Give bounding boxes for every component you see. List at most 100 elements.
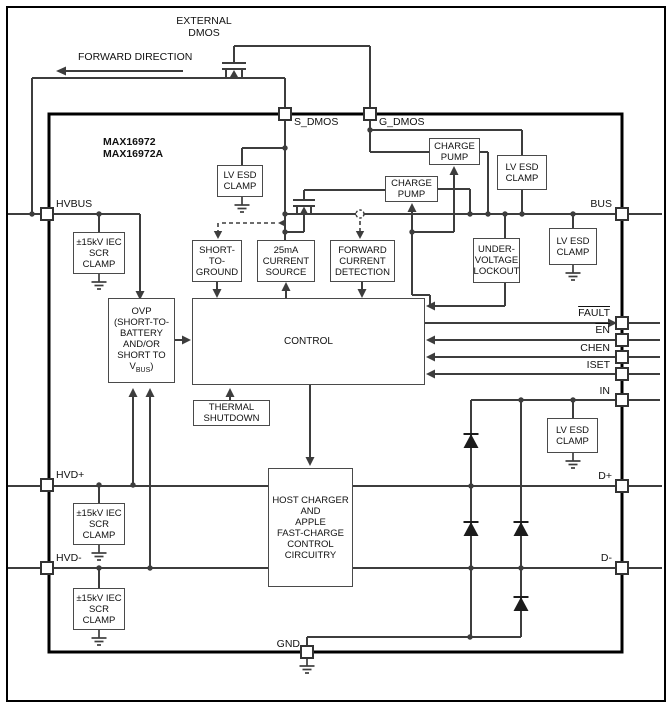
- block-line: LV ESD: [223, 170, 257, 181]
- block-line: SHORT-: [199, 244, 235, 256]
- pin-dminus: [615, 561, 629, 575]
- block-line: GROUND: [195, 266, 239, 278]
- pin-label-hvdminus: HVD-: [56, 552, 82, 564]
- block-line: ±15kV IEC: [76, 592, 122, 604]
- fault-text: FAULT: [578, 307, 610, 319]
- charge-pump-block-lower: CHARGE PUMP: [385, 176, 438, 202]
- block-line: CLAMP: [556, 435, 589, 447]
- block-line: CURRENT: [262, 255, 310, 267]
- block-line: SHUTDOWN: [203, 413, 260, 424]
- pin-dplus: [615, 479, 629, 493]
- external-dmos-line2: DMOS: [188, 26, 220, 39]
- pin-en: [615, 333, 629, 347]
- block-line: HOST CHARGER: [272, 494, 349, 506]
- pin-hvbus: [40, 207, 54, 221]
- block-line: AND: [300, 505, 321, 517]
- pin-chen: [615, 350, 629, 364]
- pin-label-chen: CHEN: [580, 342, 610, 354]
- lv-esd-clamp-block-top-left: LV ESD CLAMP: [217, 165, 263, 197]
- block-line: SHORT TO: [117, 349, 166, 361]
- block-line: THERMAL: [208, 402, 255, 413]
- block-line: FAST-CHARGE: [276, 527, 345, 539]
- scr-clamp-block-hvdminus: ±15kV IEC SCR CLAMP: [73, 588, 125, 630]
- block-line: FORWARD: [338, 244, 387, 256]
- lv-esd-clamp-block-in: LV ESD CLAMP: [547, 418, 598, 453]
- block-line: CLAMP: [82, 529, 116, 541]
- block-line: CONTROL: [287, 538, 334, 550]
- pin-label-fault: FAULT: [556, 308, 610, 319]
- block-line: CHARGE: [434, 140, 475, 152]
- block-line: CLAMP: [223, 181, 257, 192]
- thermal-shutdown-block: THERMAL SHUTDOWN: [193, 400, 270, 426]
- pin-label-en: EN: [556, 325, 610, 336]
- pin-label-hvbus: HVBUS: [56, 198, 93, 210]
- block-line: 25mA: [273, 244, 299, 256]
- arrowheads: [56, 66, 617, 466]
- external-dmos-line1: EXTERNAL: [176, 15, 232, 27]
- diode-icon: [463, 521, 479, 536]
- block-line: LV ESD: [555, 424, 590, 436]
- block-line: BATTERY: [120, 327, 163, 339]
- ovp-block: OVP (SHORT-TO- BATTERY AND/OR SHORT TO V…: [108, 298, 175, 383]
- forward-current-detection-block: FORWARD CURRENT DETECTION: [330, 240, 395, 282]
- vbus-sub: BUS: [135, 366, 151, 374]
- pin-hvdplus: [40, 478, 54, 492]
- junction-dots: [29, 127, 576, 640]
- vbus-close: ): [150, 360, 154, 372]
- en-text: EN: [595, 324, 610, 336]
- pin-label-dminus: D-: [600, 552, 612, 564]
- pin-label-iset: ISET: [586, 359, 610, 371]
- diode-icon: [513, 521, 529, 536]
- block-line: PUMP: [397, 189, 426, 200]
- pin-squares: [40, 107, 629, 659]
- block-line: CLAMP: [556, 246, 590, 258]
- block-line: APPLE: [295, 516, 326, 528]
- host-charger-block: HOST CHARGER AND APPLE FAST-CHARGE CONTR…: [268, 468, 353, 587]
- pin-label-bus: BUS: [590, 198, 612, 210]
- block-line: SCR: [88, 518, 110, 530]
- undervoltage-lockout-block: UNDER- VOLTAGE LOCKOUT: [473, 238, 520, 283]
- block-line: LV ESD: [556, 235, 590, 247]
- block-line: OVP: [131, 305, 152, 317]
- block-line: CLAMP: [82, 258, 116, 270]
- vbus-v: V: [129, 360, 136, 372]
- pin-fault: [615, 316, 629, 330]
- dashed-sense-lines: [217, 221, 361, 231]
- forward-direction-label: FORWARD DIRECTION: [78, 51, 193, 63]
- block-line: SOURCE: [265, 266, 307, 278]
- block-line: VOLTAGE: [474, 255, 519, 266]
- block-line: AND/OR: [123, 338, 160, 350]
- pin-gnd: [300, 645, 314, 659]
- block-line: SCR: [88, 247, 110, 259]
- lv-esd-clamp-block-gdmos: LV ESD CLAMP: [497, 155, 547, 190]
- block-line: CONTROL: [284, 336, 333, 347]
- external-dmos-label: EXTERNAL DMOS: [164, 15, 244, 39]
- pin-label-s-dmos: S_DMOS: [294, 116, 339, 128]
- block-line: CLAMP: [505, 172, 539, 184]
- pin-g-dmos: [363, 107, 377, 121]
- pin-label-hvdplus: HVD+: [56, 469, 85, 481]
- pin-iset: [615, 367, 629, 381]
- diode-icon: [513, 596, 529, 611]
- block-line: ±15kV IEC: [76, 236, 122, 248]
- internal-dmos-icon: [293, 199, 315, 214]
- external-dmos-icon: [222, 62, 246, 78]
- charge-pump-block-upper: CHARGE PUMP: [429, 138, 480, 165]
- lv-esd-clamp-block-bus: LV ESD CLAMP: [549, 228, 597, 265]
- pin-hvdminus: [40, 561, 54, 575]
- scr-clamp-block-hvdplus: ±15kV IEC SCR CLAMP: [73, 503, 125, 545]
- block-line: LOCKOUT: [473, 266, 520, 277]
- pin-label-g-dmos: G_DMOS: [379, 116, 425, 128]
- block-line: UNDER-: [478, 244, 515, 255]
- block-line: LV ESD: [505, 161, 539, 173]
- block-line: (SHORT-TO-: [113, 316, 170, 328]
- block-line: CURRENT: [339, 255, 386, 267]
- block-line: ±15kV IEC: [76, 507, 122, 519]
- pin-label-gnd: GND: [276, 638, 300, 650]
- block-line: PUMP: [440, 151, 469, 163]
- current-sense-tap-icon: [355, 209, 365, 219]
- block-line: TO-: [208, 255, 226, 267]
- control-block: CONTROL: [192, 298, 425, 385]
